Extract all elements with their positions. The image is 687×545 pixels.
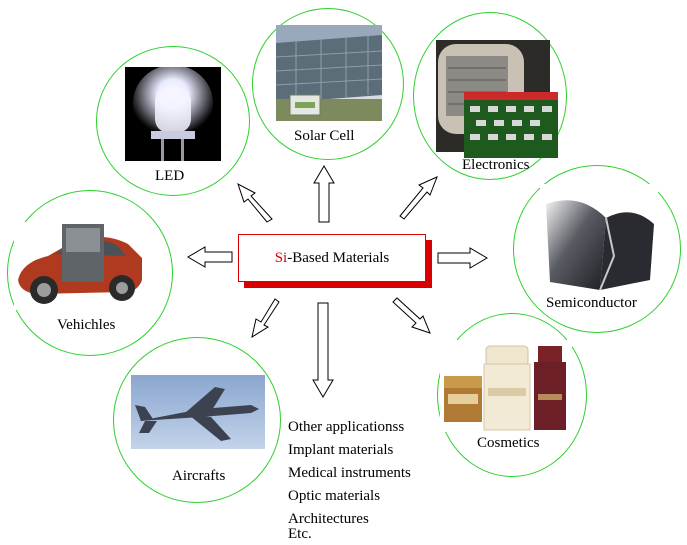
vehicles-label: Vehichles	[57, 317, 116, 333]
aircraft-photo	[131, 375, 265, 449]
arrow-to-electronics	[399, 176, 438, 220]
arrow-to-solar-cell	[313, 165, 335, 223]
cosmetics-label: Cosmetics	[477, 435, 540, 451]
other-applications-heading: Other applicationss	[288, 419, 405, 435]
semiconductor-photo	[540, 184, 658, 296]
arrow-to-aircrafts	[251, 298, 280, 339]
electronics-photo	[436, 40, 558, 158]
semiconductor-label: Semiconductor	[546, 295, 637, 311]
list-item: Etc.	[288, 526, 312, 542]
arrow-to-vehicles	[187, 246, 233, 268]
arrow-to-led	[237, 182, 273, 223]
list-item: Medical instruments	[288, 465, 411, 481]
arrow-to-semiconductor	[437, 247, 488, 269]
cosmetics-photo	[440, 340, 572, 432]
led-label: LED	[155, 168, 185, 184]
list-item: Architectures	[288, 511, 369, 527]
aircrafts-label: Aircrafts	[172, 468, 226, 484]
based-materials-text: -Based Materials	[287, 249, 390, 266]
arrow-to-other-applications	[312, 302, 334, 398]
car-photo	[14, 222, 146, 310]
solar-panel-photo	[276, 25, 382, 121]
other-applications-list: Other applicationss Implant materials Me…	[288, 416, 411, 542]
si-based-materials-box: Si-Based Materials	[238, 234, 432, 288]
center-box-frame: Si-Based Materials	[238, 234, 426, 282]
led-photo	[125, 67, 221, 161]
si-text: Si	[274, 249, 288, 266]
electronics-label: Electronics	[462, 157, 530, 173]
list-item: Implant materials	[288, 442, 394, 458]
solar-cell-label: Solar Cell	[294, 128, 355, 144]
list-item: Optic materials	[288, 488, 381, 504]
arrow-to-cosmetics	[392, 297, 431, 334]
